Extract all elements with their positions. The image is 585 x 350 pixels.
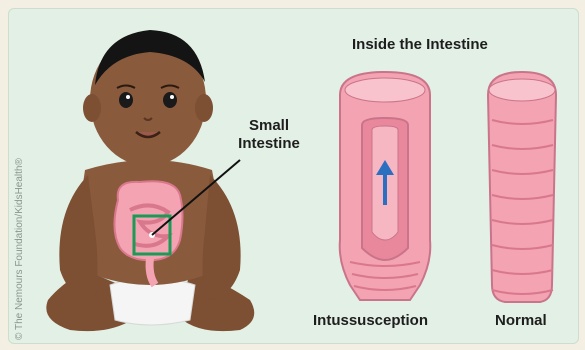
small-intestine-label-line2: Intestine xyxy=(224,135,314,153)
copyright-notice: © The Nemours Foundation/KidsHealth® xyxy=(14,158,25,340)
normal-caption: Normal xyxy=(495,312,547,329)
intussusception-diagram xyxy=(340,72,431,300)
normal-intestine-diagram xyxy=(488,72,556,302)
baby-right-eye xyxy=(163,92,177,108)
panel-title: Inside the Intestine xyxy=(352,36,488,53)
intussusception-caption: Intussusception xyxy=(313,312,428,329)
small-intestine-label: Small Intestine xyxy=(224,117,314,153)
baby-illustration xyxy=(46,30,254,331)
baby-left-eye xyxy=(119,92,133,108)
small-intestine-label-line1: Small xyxy=(224,117,314,135)
